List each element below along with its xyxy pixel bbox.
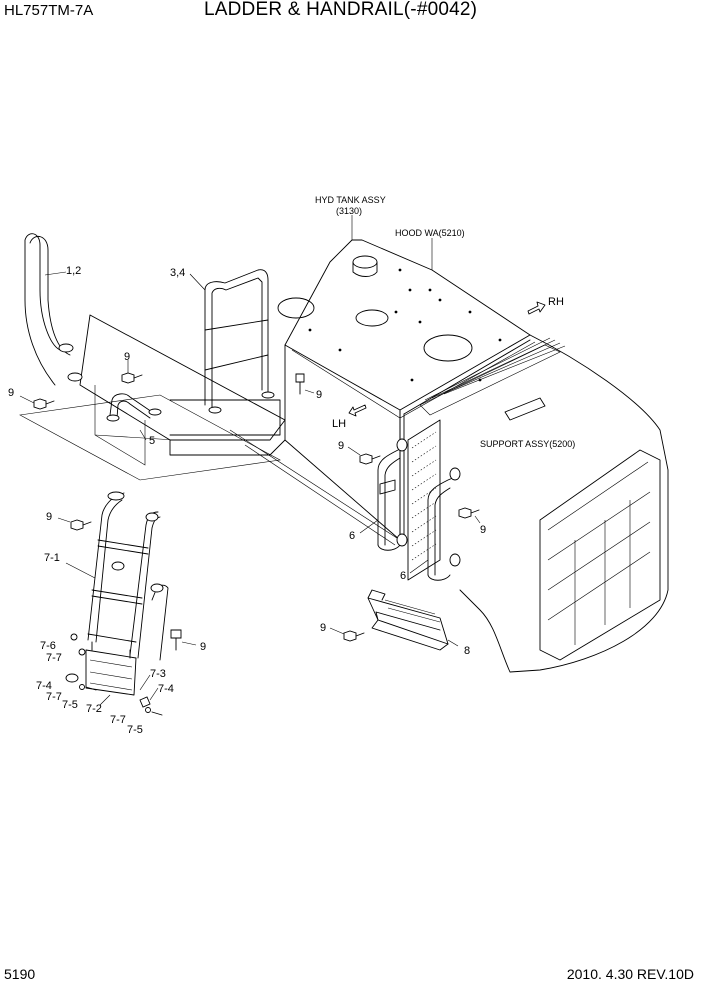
- callout-7-5a: 7-5: [62, 699, 78, 711]
- leader-lines: [19, 215, 481, 706]
- side-handrail-6-upper: [377, 438, 408, 551]
- handrail-1-2: [24, 233, 83, 386]
- machine-body: [277, 239, 669, 673]
- callout-9a: 9: [8, 387, 14, 399]
- ref-support: SUPPORT ASSY(5200): [480, 439, 575, 449]
- grab-handle-5: [94, 385, 176, 466]
- ref-hyd-tank-line2: (3130): [336, 206, 362, 216]
- callout-9c: 9: [316, 389, 322, 401]
- callout-7-4a: 7-4: [36, 680, 52, 692]
- callout-7-7b: 7-7: [46, 691, 62, 703]
- page-number: 5190: [4, 966, 36, 982]
- foot-step-8: [367, 589, 449, 651]
- callout-7-5b: 7-5: [127, 724, 143, 736]
- callout-9g: 9: [200, 641, 206, 653]
- side-handrail-6-lower: [427, 467, 461, 581]
- callout-6a: 6: [349, 530, 355, 542]
- callout-7-2: 7-2: [86, 703, 102, 715]
- callout-7-3: 7-3: [150, 668, 166, 680]
- callout-6b: 6: [400, 570, 406, 582]
- ladder-assy-7: [85, 491, 169, 696]
- ref-rh: RH: [548, 296, 564, 308]
- callout-7-7a: 7-7: [46, 652, 62, 664]
- callout-8: 8: [464, 645, 470, 657]
- callout-7-1: 7-1: [44, 552, 60, 564]
- callout-7-7c: 7-7: [110, 714, 126, 726]
- ref-hood: HOOD WA(5210): [395, 228, 465, 238]
- lh-arrow-icon: [348, 404, 367, 417]
- callout-5: 5: [149, 435, 155, 447]
- callout-9e: 9: [480, 524, 486, 536]
- ladder-hardware: [65, 633, 163, 716]
- rh-arrow-icon: [527, 301, 546, 315]
- handrail-3-4: [204, 269, 275, 414]
- callout-9b: 9: [124, 351, 130, 363]
- ref-hyd-tank-line1: HYD TANK ASSY: [315, 195, 386, 205]
- callout-7-4b: 7-4: [158, 683, 174, 695]
- callout-9f: 9: [46, 511, 52, 523]
- revision-date: 2010. 4.30 REV.10D: [566, 966, 694, 982]
- callout-9d: 9: [338, 440, 344, 452]
- bolts-9: [33, 372, 480, 651]
- model-number: HL757TM-7A: [4, 2, 94, 19]
- callout-labels: HYD TANK ASSY (3130) HOOD WA(5210) SUPPO…: [8, 195, 575, 736]
- callout-1-2: 1,2: [66, 265, 81, 277]
- page-title: LADDER & HANDRAIL(-#0042): [204, 0, 478, 20]
- callout-3-4: 3,4: [170, 267, 185, 279]
- left-step-plate: [19, 314, 401, 546]
- ref-lh: LH: [332, 418, 346, 430]
- callout-7-6: 7-6: [40, 640, 56, 652]
- callout-9h: 9: [320, 622, 326, 634]
